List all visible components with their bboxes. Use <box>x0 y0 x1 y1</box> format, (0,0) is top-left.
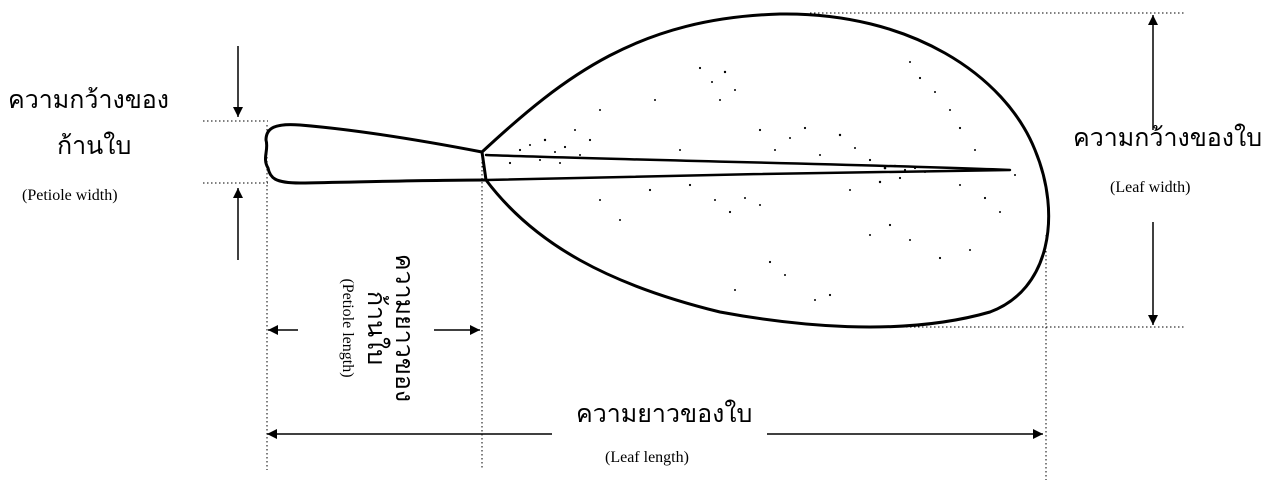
petiole-length-label-thai-2: ก้านใบ <box>362 290 389 366</box>
leaf-stippling <box>508 61 1016 301</box>
leaf-length-label-thai: ความยาวของใบ <box>576 401 753 428</box>
leaf-outline <box>480 12 1051 329</box>
leaf-drawing <box>264 12 1051 329</box>
midrib <box>484 153 1012 182</box>
petiole-length-label: ความยาวของ ก้านใบ (Petiole length) <box>333 228 417 428</box>
guide-lines <box>203 12 1185 480</box>
petiole-width-label-thai-2: ก้านใบ <box>57 133 132 160</box>
petiole-width-label-thai-1: ความกว้างของ <box>8 87 170 114</box>
petiole-length-label-thai-1: ความยาวของ <box>390 253 417 403</box>
leaf-width-label-english: (Leaf width) <box>1110 179 1191 196</box>
dimension-arrows <box>233 15 1158 439</box>
petiole-length-label-english: (Petiole length) <box>339 278 356 378</box>
petiole-outline <box>264 123 488 185</box>
petiole-width-label-english: (Petiole width) <box>22 187 118 204</box>
leaf-width-label-thai: ความกว้างของใบ <box>1073 125 1263 152</box>
leaf-length-label-english: (Leaf length) <box>605 449 689 466</box>
